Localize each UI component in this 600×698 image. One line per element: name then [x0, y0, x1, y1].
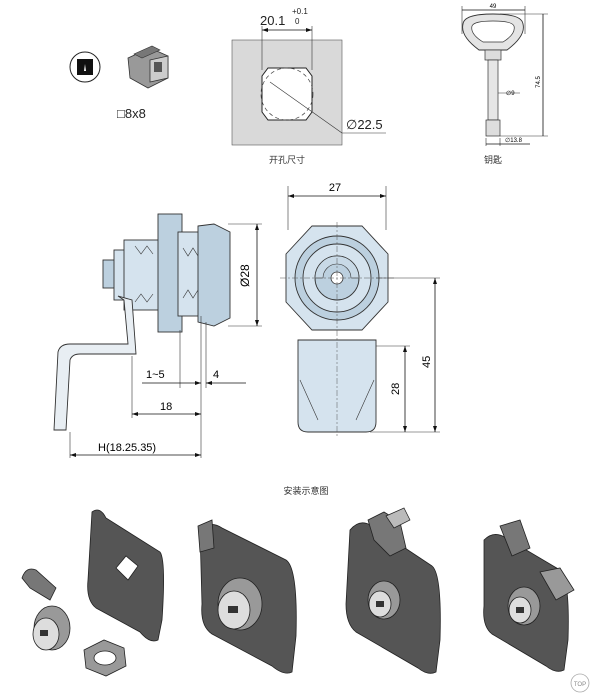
- cutout-width-label: 20.1: [260, 13, 285, 28]
- key-drawing: 49 74.5 ∅9 ∅13.8 钥匙: [461, 4, 548, 165]
- install-step-insert: [197, 519, 297, 674]
- cutout-caption: 开孔尺寸: [269, 154, 305, 165]
- install-caption: 安装示意图: [283, 485, 328, 496]
- tolerance-upper: +0.1: [292, 7, 308, 16]
- lock-front-view: 27 28 45: [280, 182, 440, 436]
- cam-length-label: 28: [390, 383, 402, 395]
- install-step-final: [483, 519, 575, 672]
- key-tip-label: ∅13.8: [505, 137, 523, 144]
- top-badge-label: TOP: [574, 682, 586, 688]
- key-height-label: 74.5: [536, 76, 542, 88]
- key-shaft-label: ∅9: [506, 90, 515, 97]
- front-width-label: 27: [329, 182, 341, 194]
- keyway-front-view: [69, 51, 101, 83]
- key-caption: 钥匙: [484, 154, 502, 165]
- key-width-label: 49: [490, 4, 497, 10]
- total-length-label: 45: [421, 356, 433, 368]
- cutout-drawing: 20.1 +0.1 0 ∅22.5 开孔尺寸: [231, 7, 386, 165]
- lock-side-view: Ø28 1~5 4 18 H(18.25.35): [53, 213, 262, 458]
- h-label: H(18.25.35): [98, 442, 156, 454]
- scroll-to-top-button[interactable]: TOP: [570, 673, 590, 693]
- cylinder-thumbnail: [127, 45, 169, 89]
- side-diameter-label: Ø28: [238, 264, 252, 287]
- tolerance-lower: 0: [295, 17, 300, 26]
- four-label: 4: [213, 369, 219, 381]
- range-label: 1~5: [146, 369, 165, 381]
- install-step-back: [345, 507, 441, 674]
- length-18-label: 18: [160, 401, 172, 413]
- install-step-parts: [21, 509, 164, 677]
- keyway-size-label: □8x8: [117, 106, 146, 121]
- cutout-diameter-label: ∅22.5: [346, 117, 383, 132]
